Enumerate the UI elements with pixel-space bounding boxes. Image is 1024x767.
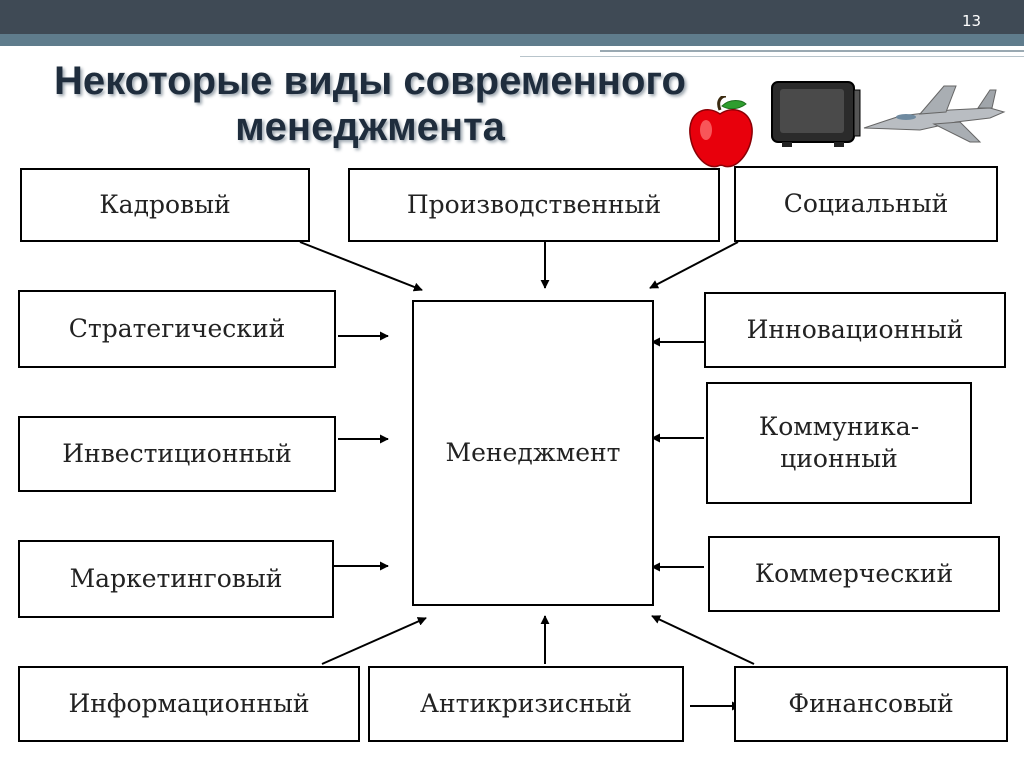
arrow-finansovy-up [651, 615, 755, 665]
slide-number: 13 [962, 12, 982, 30]
jet-plane-icon [863, 85, 1006, 143]
slide-title-line2: менеджмента [235, 105, 505, 149]
box-kadrovy: Кадровый [20, 168, 310, 242]
arrow-socialny [649, 241, 739, 289]
divider-line [600, 50, 1024, 52]
box-innovacionny: Инновационный [704, 292, 1006, 368]
slide-title: Некоторые виды современного менеджмента [0, 58, 740, 150]
box-investicionny: Инвестиционный [18, 416, 336, 492]
box-strategichesky: Стратегический [18, 290, 336, 368]
arrow-informacionny [321, 617, 427, 665]
box-socialny: Социальный [734, 166, 998, 242]
box-informacionny: Информационный [18, 666, 360, 742]
top-bar [0, 0, 1024, 34]
slide-title-line1: Некоторые виды современного [54, 59, 686, 103]
divider-line-thin [520, 56, 1024, 57]
apple-icon [689, 96, 753, 168]
box-proizvodstvenny: Производственный [348, 168, 720, 242]
box-center-menedzhment: Менеджмент [412, 300, 654, 606]
tv-icon [771, 81, 861, 147]
box-kommunikacionny-line1: Коммуника- [758, 412, 920, 441]
arrow-kadrovy [299, 241, 423, 292]
box-kommunikacionny: Коммуника- ционный [706, 382, 972, 504]
box-kommerchesky: Коммерческий [708, 536, 1000, 612]
box-marketingovy: Маркетинговый [18, 540, 334, 618]
box-kommunikacionny-line2: ционный [780, 444, 898, 473]
top-band [0, 34, 1024, 46]
box-antikrizisny: Антикризисный [368, 666, 684, 742]
box-finansovy: Финансовый [734, 666, 1008, 742]
